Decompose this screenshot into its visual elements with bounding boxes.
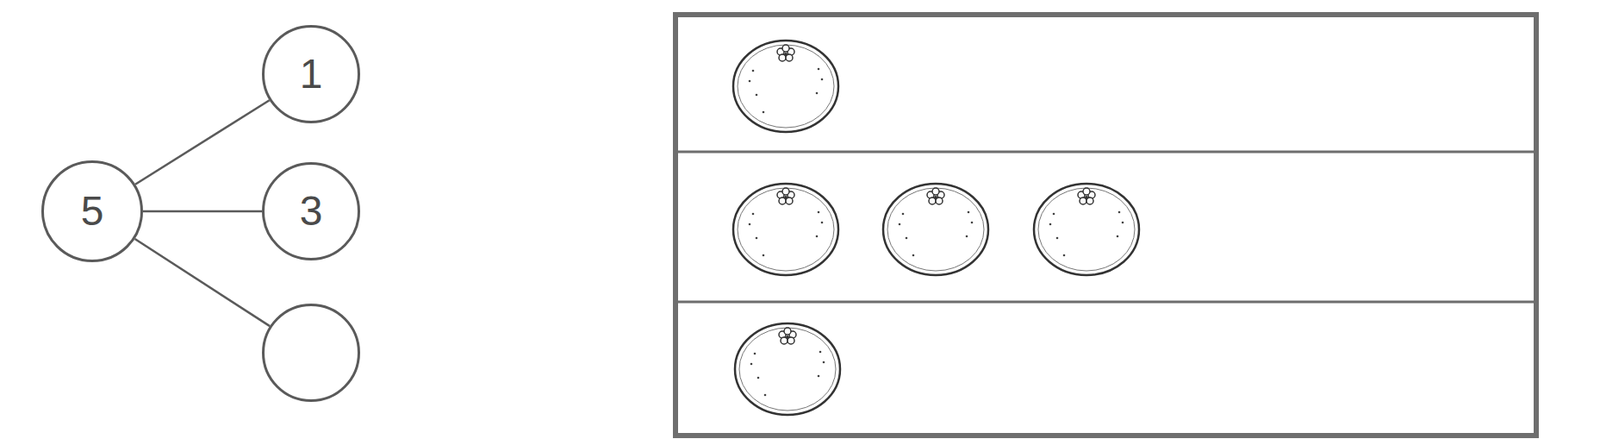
bond-line: [135, 99, 270, 184]
number-bond-circle: 1: [261, 24, 361, 124]
table-border: [675, 14, 1537, 436]
orange: [734, 323, 841, 415]
bond-number: 3: [299, 190, 324, 232]
bond-number: 1: [299, 53, 324, 95]
orange: [1033, 183, 1140, 275]
bond-line: [135, 238, 271, 326]
number-bond-circle: [261, 303, 361, 402]
bond-line: [143, 210, 262, 213]
number-bond-circle: 5: [41, 160, 144, 262]
orange: [883, 183, 989, 275]
row-divider: [675, 300, 1537, 304]
row-divider: [675, 150, 1537, 154]
bond-number: 5: [80, 190, 105, 232]
orange: [733, 183, 839, 275]
orange: [733, 40, 839, 132]
number-bond-circle: 3: [261, 161, 361, 261]
